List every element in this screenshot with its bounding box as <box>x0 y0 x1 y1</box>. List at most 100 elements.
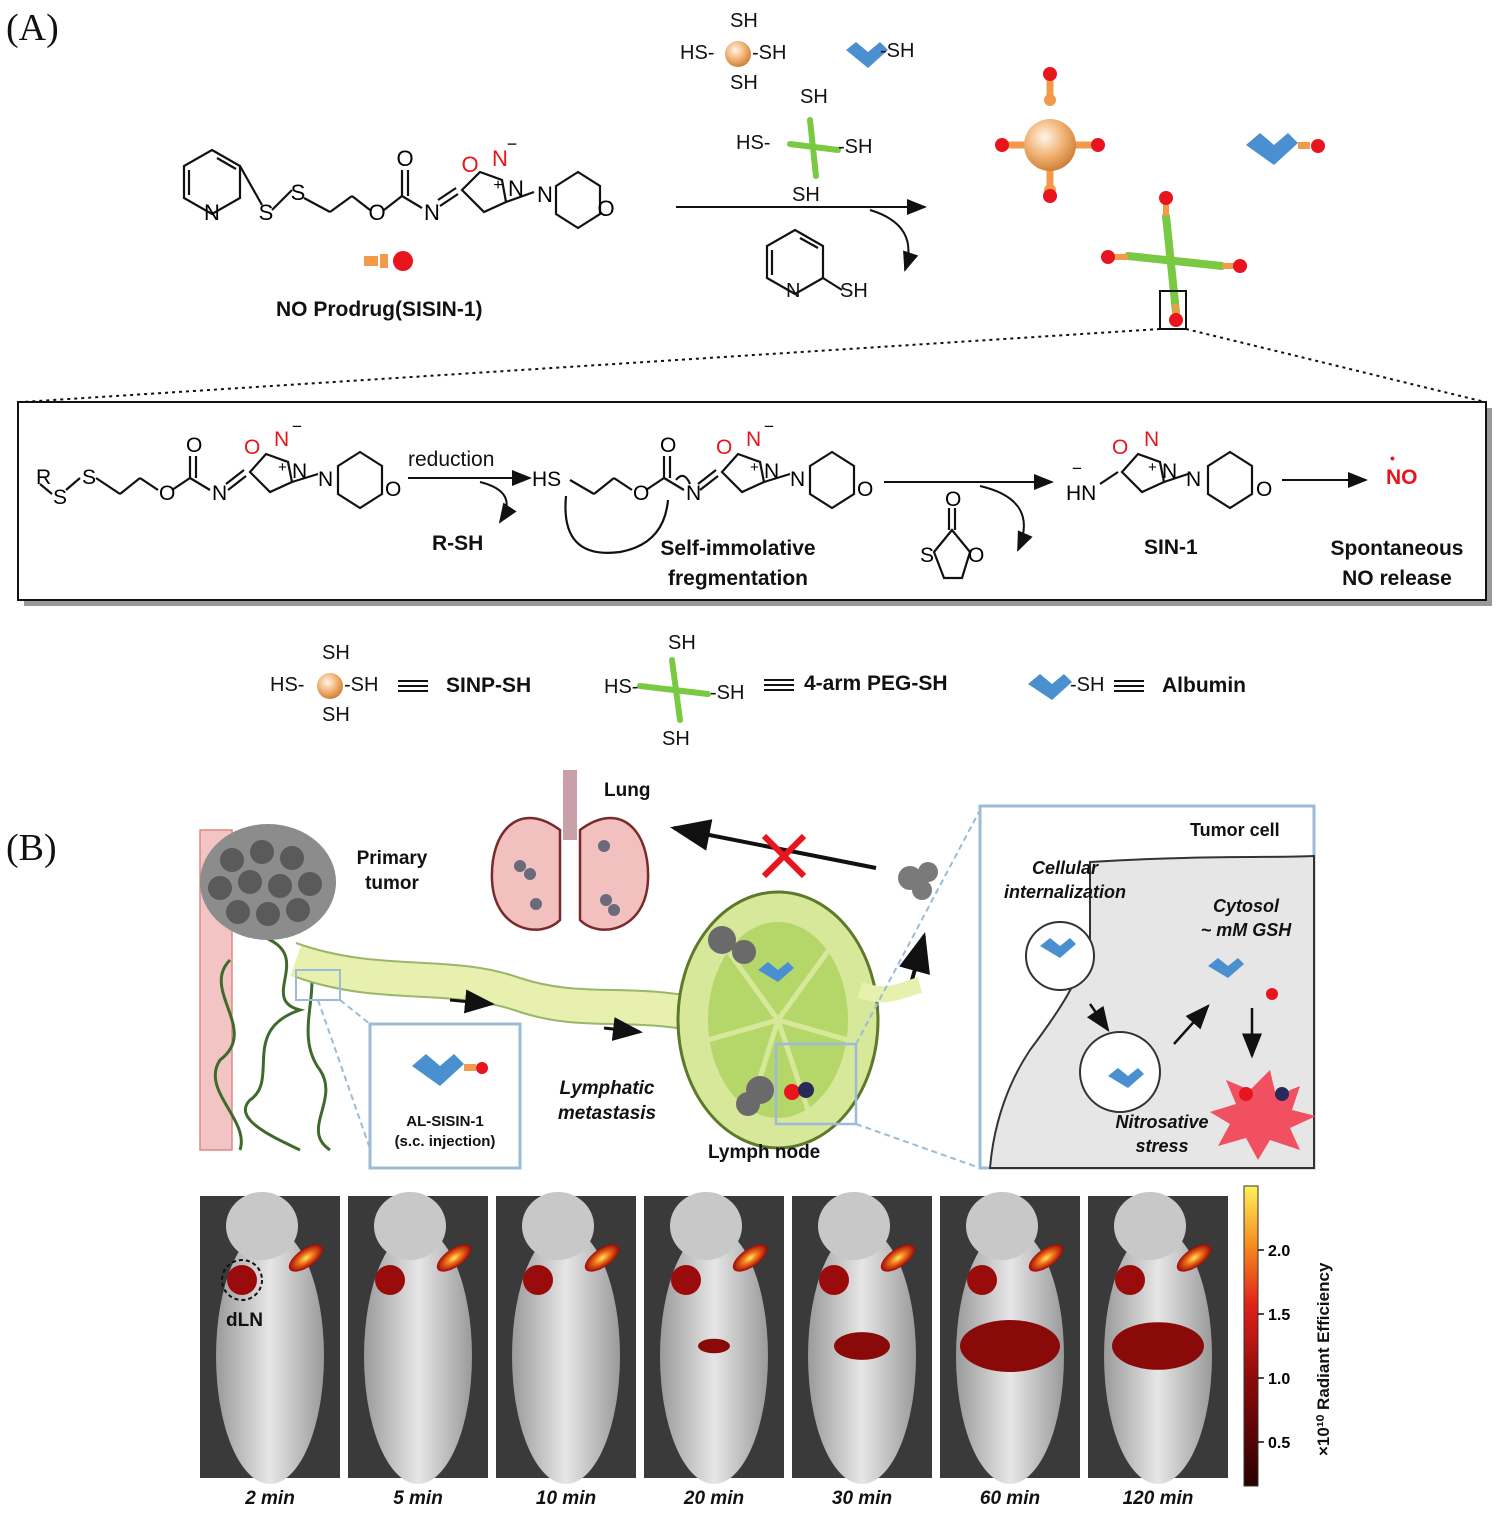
atom-label: + <box>750 459 759 476</box>
atom-label: N <box>318 468 333 491</box>
atom-label: O <box>461 152 478 177</box>
atom-label: N <box>686 482 701 505</box>
lymphatic-vessel <box>290 943 704 1032</box>
atom-label: N <box>274 428 289 451</box>
mouse-head <box>1114 1192 1186 1260</box>
ln-zoom-box <box>774 1042 858 1126</box>
sinp-right-sh: -SH <box>752 42 787 64</box>
tumor-cell-label: Tumor cell <box>1190 820 1280 840</box>
callout-line <box>855 809 981 1045</box>
mechanism-struct-1 <box>39 450 384 510</box>
atom-label: N <box>292 460 307 483</box>
cytosol-label: Cytosol ~ mM GSH <box>1188 894 1304 942</box>
panel-b-label: (B) <box>6 827 57 869</box>
dln-signal <box>671 1265 701 1295</box>
legend-sinp-bottom: SH <box>322 704 350 726</box>
sin1-name: SIN-1 <box>1144 536 1198 559</box>
zoom-line-right <box>1185 328 1486 403</box>
imaging-frame <box>940 1192 1080 1484</box>
colorbar-tick-label: 0.5 <box>1268 1435 1290 1452</box>
zoom-line-left <box>21 328 1161 403</box>
sinp-top-sh: SH <box>730 10 758 32</box>
legend-sinp-top: SH <box>322 642 350 664</box>
atom-label: N <box>204 200 220 225</box>
atom-label: O <box>368 200 385 225</box>
cytosol-line2: ~ mM GSH <box>1200 920 1292 940</box>
primary-tumor-line1: Primary <box>356 848 428 869</box>
atom-label: − <box>507 134 518 154</box>
fragmentation-note: Self-immolative fregmentation <box>628 534 848 594</box>
timepoint-label: 5 min <box>393 1488 443 1509</box>
atom-label: O <box>244 436 260 459</box>
abdominal-signal <box>698 1338 730 1354</box>
injection-signal <box>1176 1244 1212 1272</box>
atom-label: O <box>186 434 202 457</box>
internalization-label: Cellular internalization <box>990 856 1140 904</box>
mercaptopyridine-sh: SH <box>840 280 868 302</box>
no-radical-dot: • <box>1390 450 1395 466</box>
internalization-arrows <box>1086 1003 1262 1059</box>
atom-label: N <box>424 200 440 225</box>
abdominal-signal <box>834 1332 890 1360</box>
legend-peg-label: 4-arm PEG-SH <box>804 672 948 695</box>
injection-route: (s.c. injection) <box>394 1133 496 1150</box>
imaging-frame <box>1088 1192 1228 1484</box>
imaging-frame <box>200 1192 340 1484</box>
callout-line <box>339 999 371 1025</box>
atom-label: S <box>291 180 306 205</box>
vessel-edge <box>295 942 701 999</box>
panel-a-label: (A) <box>6 7 59 49</box>
lymph-node <box>676 890 880 1150</box>
atom-label: HN <box>1066 482 1096 505</box>
legend-sinp-left: HS- <box>270 674 305 696</box>
thiocarbonate-arrow <box>979 485 1033 552</box>
atom-label: + <box>1148 459 1157 476</box>
dln-signal <box>227 1265 257 1295</box>
injection-signal <box>584 1244 620 1272</box>
mouse-head <box>374 1192 446 1260</box>
legend-peg-equiv <box>764 679 794 691</box>
escaped-cells <box>898 862 938 900</box>
atom-label: N <box>1162 460 1177 483</box>
atom-label: O <box>1256 478 1272 501</box>
injection-signal <box>288 1244 324 1272</box>
atom-label: O <box>968 544 984 567</box>
injection-signal <box>436 1244 472 1272</box>
dln-signal <box>523 1265 553 1295</box>
imaging-strip <box>200 1192 1228 1484</box>
peg-top-sh: SH <box>800 86 828 108</box>
callout-line <box>855 1123 981 1169</box>
legend-peg-right: -SH <box>710 682 745 704</box>
vessel-flow-arrows <box>449 989 643 1041</box>
injection-label: AL-SISIN-1 (s.c. injection) <box>370 1112 520 1152</box>
injection-signal <box>732 1244 768 1272</box>
primary-tumor-line2: tumor <box>365 873 419 894</box>
peg-right-sh: -SH <box>838 136 873 158</box>
atom-label: + <box>493 177 502 194</box>
atom-label: − <box>764 417 774 436</box>
dln-marker <box>221 1259 263 1301</box>
atom-label: O <box>660 434 676 457</box>
atom-label: N <box>537 182 553 207</box>
zoom-box <box>1159 290 1187 330</box>
dln-signal <box>1115 1265 1145 1295</box>
legend-sinp-right: -SH <box>344 674 379 696</box>
stress-label: Nitrosative stress <box>1100 1110 1224 1158</box>
mechanism-struct-2-atoms: HS O O N O N − + N N O <box>532 417 873 505</box>
mercaptopyridine-n: N <box>786 280 801 302</box>
fragmentation-line1: Self-immolative <box>660 537 816 560</box>
atom-label: O <box>633 482 649 505</box>
colorbar <box>1243 1185 1259 1487</box>
legend-sinp-label: SINP-SH <box>446 674 532 697</box>
colorbar-tick-label: 1.5 <box>1268 1307 1290 1324</box>
prodrug-icon <box>364 251 413 271</box>
reduction-label: reduction <box>408 448 495 471</box>
atom-label: N <box>212 482 227 505</box>
legend-albumin-label: Albumin <box>1162 674 1246 697</box>
timepoint-label: 120 min <box>1122 1488 1194 1509</box>
atom-label: − <box>292 417 302 436</box>
rsh-arrow <box>479 481 517 524</box>
prodrug-name: NO Prodrug(SISIN-1) <box>276 298 483 321</box>
mercaptopyridine <box>765 228 843 296</box>
mouse-head <box>522 1192 594 1260</box>
